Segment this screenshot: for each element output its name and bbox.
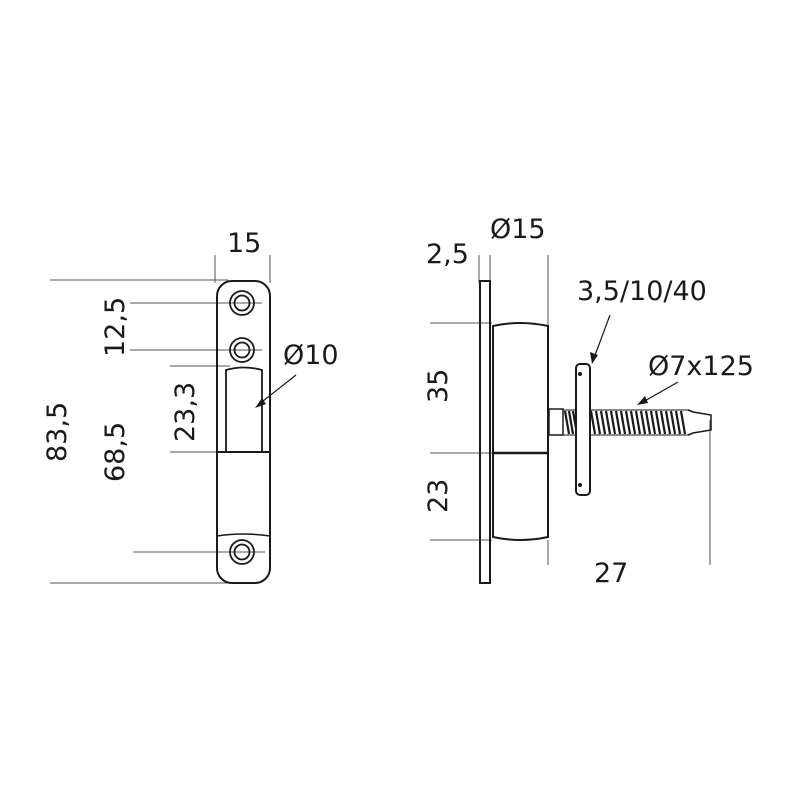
- hinge-plate-front: [216, 280, 271, 584]
- washer-plate: [575, 363, 591, 496]
- hole-2-outer: [229, 337, 255, 363]
- hole-3-outer: [229, 539, 255, 565]
- front-view: [50, 255, 297, 584]
- screw-thread: [563, 410, 687, 435]
- label-pin-offset: 27: [594, 558, 628, 589]
- hole-2-inner: [233, 341, 251, 359]
- screw-tip: [687, 409, 712, 436]
- label-lower-barrel: 23: [423, 479, 454, 513]
- label-barrel-length: 23,3: [170, 382, 201, 442]
- label-washer: 3,5/10/40: [577, 276, 707, 307]
- barrel-front: [225, 366, 263, 452]
- hole-1-outer: [229, 290, 255, 316]
- pin: [548, 408, 564, 436]
- barrel-side: [492, 322, 549, 454]
- label-hole-to-bottom: 68,5: [100, 422, 131, 482]
- screw-holes: [229, 290, 255, 565]
- label-upper-barrel: 35: [423, 369, 454, 403]
- hole-3-inner: [233, 543, 251, 561]
- label-plate-thickness: 2,5: [426, 239, 469, 270]
- hole-1-inner: [233, 294, 251, 312]
- label-screw: Ø7x125: [648, 351, 754, 382]
- hinge-plate-side: [479, 280, 491, 584]
- front-dimension-lines: [50, 255, 271, 584]
- side-view: [430, 255, 712, 584]
- label-barrel-diameter-side: Ø15: [490, 214, 546, 245]
- side-dimension-lines: [430, 255, 711, 565]
- label-width: 15: [227, 228, 261, 259]
- label-hole-spacing: 12,5: [100, 297, 131, 357]
- label-overall-height: 83,5: [42, 402, 73, 462]
- leader-screw: [642, 381, 679, 403]
- label-barrel-diameter: Ø10: [283, 340, 339, 371]
- leader-d10: [257, 374, 297, 406]
- leader-washer: [593, 314, 611, 359]
